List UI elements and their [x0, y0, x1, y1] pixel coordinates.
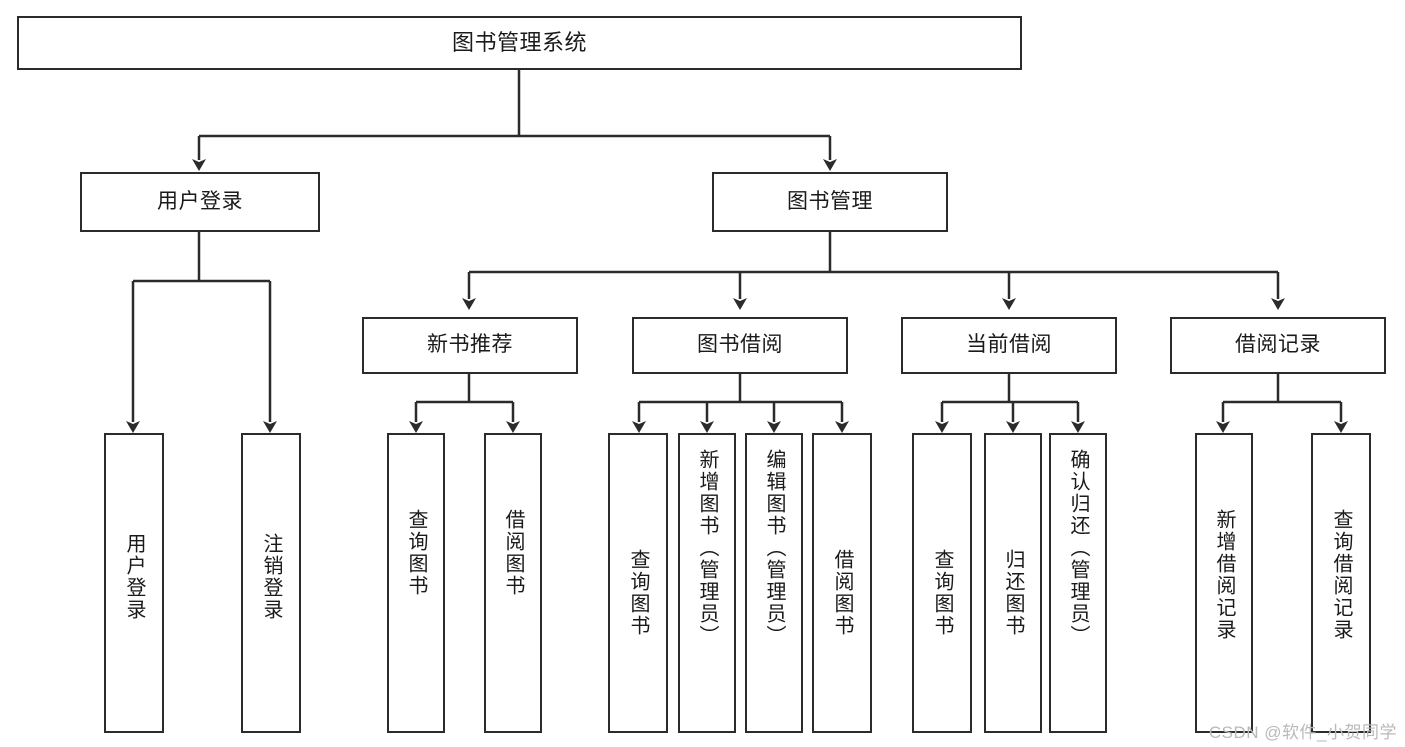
node-label: 图书管理	[787, 189, 873, 213]
leaf-query-book-borrow[interactable]: 查询图书	[608, 433, 668, 733]
leaf-edit-book-admin[interactable]: 编辑图书（管理员）	[745, 433, 803, 733]
node-label: 用户登录	[157, 189, 243, 213]
node-label: 新书推荐	[427, 333, 513, 357]
node-label: 图书借阅	[697, 333, 783, 357]
node-label: 新增借阅记录	[1213, 509, 1235, 641]
node-new-book-recommend[interactable]: 新书推荐	[362, 317, 578, 374]
node-label: 借阅图书	[502, 509, 524, 597]
node-user-login[interactable]: 用户登录	[80, 172, 320, 232]
node-label: 借阅记录	[1235, 333, 1321, 357]
leaf-query-borrow-record[interactable]: 查询借阅记录	[1311, 433, 1371, 733]
node-book-management[interactable]: 图书管理	[712, 172, 948, 232]
node-label: 查询图书	[405, 509, 427, 597]
node-label: 新增图书（管理员）	[696, 449, 718, 647]
node-label: 编辑图书（管理员）	[763, 449, 785, 647]
leaf-logout-login[interactable]: 注销登录	[241, 433, 301, 733]
node-label: 归还图书	[1002, 549, 1024, 637]
leaf-user-login[interactable]: 用户登录	[104, 433, 164, 733]
leaf-add-book-admin[interactable]: 新增图书（管理员）	[678, 433, 736, 733]
leaf-return-book[interactable]: 归还图书	[984, 433, 1042, 733]
leaf-borrow-book[interactable]: 借阅图书	[812, 433, 872, 733]
leaf-add-borrow-record[interactable]: 新增借阅记录	[1195, 433, 1253, 733]
leaf-confirm-return-admin[interactable]: 确认归还（管理员）	[1049, 433, 1107, 733]
node-label: 查询图书	[931, 549, 953, 637]
leaf-query-book-recommend[interactable]: 查询图书	[387, 433, 445, 733]
node-label: 图书管理系统	[451, 30, 587, 56]
node-label: 当前借阅	[966, 333, 1052, 357]
node-label: 借阅图书	[831, 549, 853, 637]
node-label: 用户登录	[123, 533, 145, 621]
node-label: 确认归还（管理员）	[1067, 449, 1089, 647]
node-book-borrow[interactable]: 图书借阅	[632, 317, 848, 374]
leaf-query-book-current[interactable]: 查询图书	[912, 433, 972, 733]
leaf-borrow-book-recommend[interactable]: 借阅图书	[484, 433, 542, 733]
csdn-watermark: CSDN @软件_小贺同学	[1208, 723, 1397, 742]
node-label: 注销登录	[260, 533, 282, 621]
node-root-book-management-system[interactable]: 图书管理系统	[17, 16, 1022, 70]
node-current-borrow[interactable]: 当前借阅	[901, 317, 1117, 374]
node-borrow-record[interactable]: 借阅记录	[1170, 317, 1386, 374]
node-label: 查询借阅记录	[1330, 509, 1352, 641]
node-label: 查询图书	[627, 549, 649, 637]
